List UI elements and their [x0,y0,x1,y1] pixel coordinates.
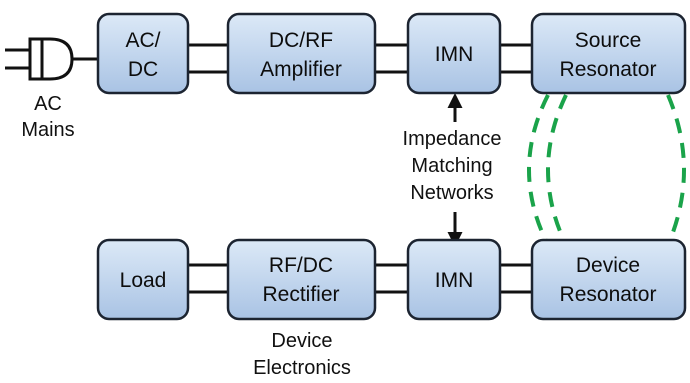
block-imn-bottom: IMN [406,238,502,321]
block-source-resonator-line2: Resonator [560,58,657,81]
block-amplifier-line1: DC/RF [269,29,333,52]
label-networks: Networks [410,182,493,204]
block-device-resonator: Device Resonator [530,238,687,321]
block-imn-top-label: IMN [435,43,474,66]
block-ac-dc-line2: DC [128,58,158,81]
block-imn-bottom-label: IMN [435,269,474,292]
block-device-resonator-line2: Resonator [560,283,657,306]
block-load-label: Load [120,269,167,292]
label-electronics: Electronics [253,357,351,379]
label-matching: Matching [411,155,492,177]
block-ac-dc-line1: AC/ [125,29,160,52]
block-rf-dc-rectifier: RF/DC Rectifier [226,238,377,321]
block-source-resonator-line1: Source [575,29,642,52]
top-row-wires [188,43,532,74]
block-load: Load [96,238,190,321]
label-device-electronics: Device Electronics [253,330,351,379]
block-source-resonator: Source Resonator [530,12,687,95]
label-ac-mains-line2: Mains [21,119,74,141]
block-ac-dc: AC/ DC [96,12,190,95]
block-amplifier-line2: Amplifier [260,58,342,81]
bottom-row-wires [188,263,532,294]
block-rectifier-line2: Rectifier [262,283,339,306]
block-dc-rf-amplifier: DC/RF Amplifier [226,12,377,95]
block-imn-top: IMN [406,12,502,95]
label-ac-mains: AC Mains [21,93,74,141]
label-ac-mains-line1: AC [34,93,62,115]
block-device-resonator-line1: Device [576,254,640,277]
magnetic-coupling-field [527,94,686,246]
block-rectifier-line1: RF/DC [269,254,333,277]
label-impedance: Impedance [403,128,502,150]
label-impedance-matching-networks: Impedance Matching Networks [403,128,502,204]
ac-plug-icon [5,37,98,81]
label-device: Device [271,330,332,352]
